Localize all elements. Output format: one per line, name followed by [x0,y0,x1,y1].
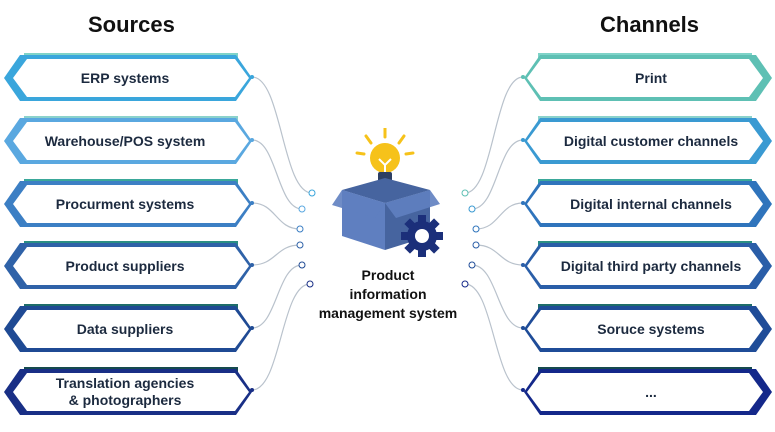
channel-node-3 [472,225,480,233]
source-label-3: Procurment systems [55,195,195,212]
channel-label-3: Digital internal channels [570,195,732,212]
card-shape [4,53,252,101]
pim-label: Product information management system [318,267,458,321]
source-node-3 [296,225,304,233]
card-shape [4,367,252,415]
channel-card-6: ... [524,367,772,415]
source-card-1: ERP systems [4,53,252,101]
channel-label-5: Soruce systems [597,320,705,337]
channel-connector-3 [475,202,524,230]
source-connector-1 [251,76,313,194]
channel-node-4 [472,241,480,249]
channel-connector-1 [464,76,524,194]
pim-icon-group [332,128,443,257]
card-shape [4,116,252,164]
channel-end-dot-6 [521,388,525,392]
card-shape [4,304,252,352]
source-node-1 [308,189,316,197]
source-node-6 [306,280,314,288]
channel-label-4: Digital third party channels [560,257,742,274]
source-label-2: Warehouse/POS system [44,132,206,149]
card-shape [524,53,772,101]
channels-heading: Channels [600,12,700,37]
source-card-6: Translation agencies& photographers [4,367,252,415]
source-connector-4 [251,244,301,266]
source-card-4: Product suppliers [4,241,252,289]
source-node-4 [296,241,304,249]
channel-node-5 [468,261,476,269]
source-label-4: Product suppliers [65,257,185,274]
channel-connector-2 [471,139,524,210]
source-card-5: Data suppliers [4,304,252,352]
source-card-2: Warehouse/POS system [4,116,252,164]
card-shape [4,241,252,289]
source-connector-2 [251,139,303,210]
card-shape [524,367,772,415]
gear-icon [401,215,443,257]
card-shape [4,179,252,227]
channel-label-2: Digital customer channels [563,132,739,149]
card-shape [524,304,772,352]
channel-node-1 [461,189,469,197]
lightbulb-icon [355,128,415,182]
channel-label-6: ... [645,383,657,400]
source-connector-6 [251,283,311,391]
source-connector-5 [251,264,303,329]
channel-card-5: Soruce systems [524,304,772,352]
channel-connector-4 [475,244,524,266]
source-label-1: ERP systems [80,69,170,86]
channel-card-3: Digital internal channels [524,179,772,227]
channel-connector-5 [471,264,524,329]
channel-node-2 [468,205,476,213]
sources-heading: Sources [88,12,175,37]
source-card-3: Procurment systems [4,179,252,227]
channel-card-4: Digital third party channels [524,241,772,289]
channel-label-1: Print [635,69,667,86]
source-label-5: Data suppliers [76,320,174,337]
card-shape [524,179,772,227]
card-shape [524,116,772,164]
source-label-6: Translation agencies& photographers [55,375,195,408]
source-connector-3 [251,202,301,230]
channel-card-2: Digital customer channels [524,116,772,164]
source-node-2 [298,205,306,213]
source-node-5 [298,261,306,269]
channel-card-1: Print [524,53,772,101]
card-shape [524,241,772,289]
channel-connector-6 [464,283,524,391]
channel-node-6 [461,280,469,288]
